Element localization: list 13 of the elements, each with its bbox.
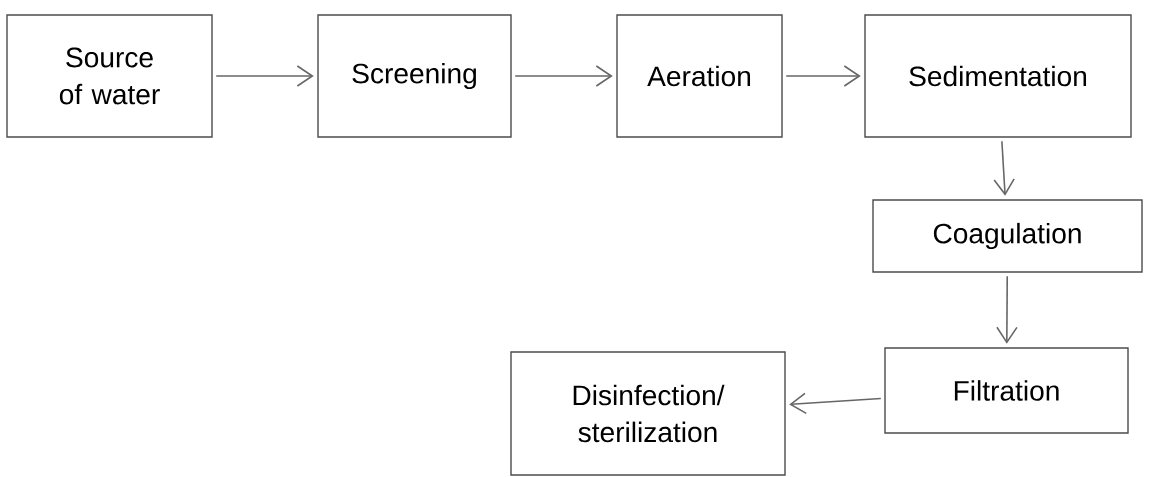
arrow bbox=[785, 65, 861, 87]
arrow bbox=[996, 275, 1018, 344]
process-box: Aeration bbox=[616, 14, 783, 138]
arrow bbox=[514, 65, 613, 87]
process-box: Sedimentation bbox=[864, 14, 1132, 138]
arrow bbox=[789, 392, 882, 415]
process-box: Coagulation bbox=[872, 199, 1143, 273]
process-box: Screening bbox=[317, 14, 512, 138]
process-box: Filtration bbox=[884, 347, 1129, 434]
arrow bbox=[993, 140, 1015, 196]
process-box: Source of water bbox=[6, 14, 213, 138]
process-box: Disinfection/ sterilization bbox=[510, 351, 786, 476]
arrow bbox=[215, 65, 314, 87]
